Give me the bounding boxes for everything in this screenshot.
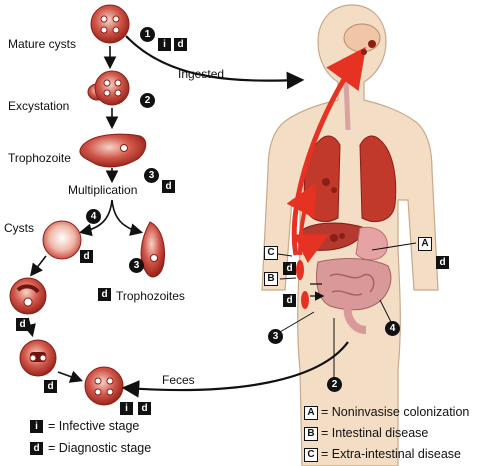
right-lung (359, 135, 397, 222)
diagnostic-badge: d (283, 294, 296, 307)
infection-paths (286, 40, 376, 309)
mature-cyst (90, 4, 130, 44)
feces-arrow (121, 341, 349, 398)
trophozoites-label: Trophozoites (116, 289, 185, 303)
site-b-marker: B (264, 272, 278, 286)
ingested-label: Ingested (178, 67, 225, 81)
quadrinucleate-cyst (84, 366, 124, 406)
immature-cyst (42, 220, 82, 260)
diagnostic-badge: d (436, 256, 449, 269)
legend-b-icon: B (304, 427, 318, 441)
multiplication-label: Multiplication (68, 183, 138, 197)
diagnostic-badge: d (174, 38, 187, 51)
step-2-body-marker: 2 (327, 377, 342, 392)
diagnostic-badge: d (162, 180, 175, 193)
site-a-marker: A (418, 237, 432, 251)
pointer-lines (277, 242, 417, 378)
diagnostic-badge: d (98, 288, 111, 301)
uninucleate-cyst (9, 277, 47, 315)
legend-c-label: = Extra-intestinal disease (321, 447, 462, 461)
legend-diagnostic-icon: d (30, 442, 43, 455)
legend-b-label: = Intestinal disease (321, 426, 429, 440)
legend-a-icon: A (304, 406, 318, 420)
diagnostic-badge: d (283, 262, 296, 275)
step-4-body-marker: 4 (385, 321, 400, 336)
diagnostic-badge: d (16, 318, 29, 331)
legend-infective-icon: i (30, 420, 43, 433)
site-c-marker: C (264, 246, 278, 260)
legend-a-label: = Noninvasise colonization (321, 405, 470, 419)
brain (343, 23, 381, 53)
diagnostic-badge: d (80, 250, 93, 263)
mature-cysts-label: Mature cysts (8, 37, 77, 51)
legend-c-icon: C (304, 448, 318, 462)
step-2-marker: 2 (140, 93, 155, 108)
infective-badge: i (120, 402, 133, 415)
feces-label: Feces (162, 373, 195, 387)
stomach (355, 226, 388, 261)
step-3-body-marker: 3 (268, 329, 283, 344)
human-body (261, 4, 439, 466)
step-3-marker: 3 (144, 168, 159, 183)
step-1-marker: 1 (140, 27, 155, 42)
step-3-trophozoites-marker: 3 (129, 258, 144, 273)
ingested-arrow (125, 35, 305, 90)
cysts-label: Cysts (4, 221, 34, 235)
step-4-marker: 4 (86, 209, 101, 224)
diagnostic-badge: d (138, 402, 151, 415)
legend-diagnostic-label: = Diagnostic stage (48, 441, 152, 455)
infective-badge: i (158, 38, 171, 51)
excystation-cyst (87, 70, 130, 106)
legend-infective-label: = Infective stage (48, 419, 140, 433)
binucleate-cyst (19, 339, 57, 377)
trophozoite-label: Trophozoite (8, 151, 71, 165)
trophozoites-shape (140, 221, 165, 278)
excystation-label: Excystation (8, 99, 70, 113)
trophozoite-shape (79, 133, 147, 168)
diagnostic-badge: d (44, 380, 57, 393)
